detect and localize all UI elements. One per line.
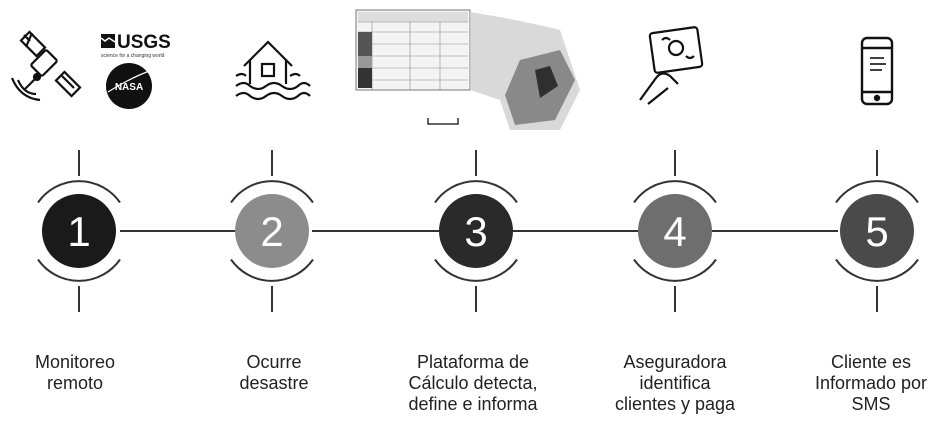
nasa-logo: NASA <box>106 63 153 109</box>
step-4-number: 4 <box>663 208 686 255</box>
step-3-number: 3 <box>464 208 487 255</box>
nasa-logo-text: NASA <box>115 82 143 93</box>
smartphone-icon <box>860 36 894 106</box>
step-3-circle <box>439 194 513 268</box>
usgs-tagline: science for a changing world <box>101 53 165 59</box>
hand-card-icon <box>639 26 704 105</box>
flood-house-icon <box>235 40 311 101</box>
step-5-arc-top <box>835 180 919 204</box>
step-1-arc-top <box>37 180 121 204</box>
step-3-arc-top <box>434 180 518 204</box>
step-2-number: 2 <box>260 208 283 255</box>
step-4-circle <box>638 194 712 268</box>
report-map-icon <box>355 9 580 130</box>
step-5-number: 5 <box>865 208 888 255</box>
usgs-logo: USGS science for a changing world <box>100 32 171 59</box>
step-1-number: 1 <box>67 208 90 255</box>
step-2-arc-bottom <box>230 258 314 282</box>
step-5-marker: 5 <box>835 150 919 312</box>
step-1-label: Monitoreo remoto <box>34 352 116 393</box>
step-2-arc-top <box>230 180 314 204</box>
step-5-label: Cliente es Informado por SMS <box>814 352 928 414</box>
step-2-label: Ocurre desastre <box>239 352 309 393</box>
step-4-arc-top <box>633 180 717 204</box>
step-2-circle <box>235 194 309 268</box>
step-2-marker: 2 <box>230 150 314 312</box>
step-1-marker: 1 <box>37 150 121 312</box>
step-5-arc-bottom <box>835 258 919 282</box>
step-markers: 1 2 3 4 5 <box>37 150 919 312</box>
step-5-circle <box>840 194 914 268</box>
step-3-arc-bottom <box>434 258 518 282</box>
step-4-label: Aseguradora identifica clientes y paga <box>614 352 736 414</box>
step-3-marker: 3 <box>434 150 518 312</box>
step-3-label: Plataforma de Cálculo detecta, define e … <box>408 352 538 414</box>
satellite-icon <box>10 30 82 102</box>
step-4-marker: 4 <box>633 150 717 312</box>
step-4-arc-bottom <box>633 258 717 282</box>
step-1-circle <box>42 194 116 268</box>
step-1-arc-bottom <box>37 258 121 282</box>
usgs-logo-text: USGS <box>117 32 171 53</box>
